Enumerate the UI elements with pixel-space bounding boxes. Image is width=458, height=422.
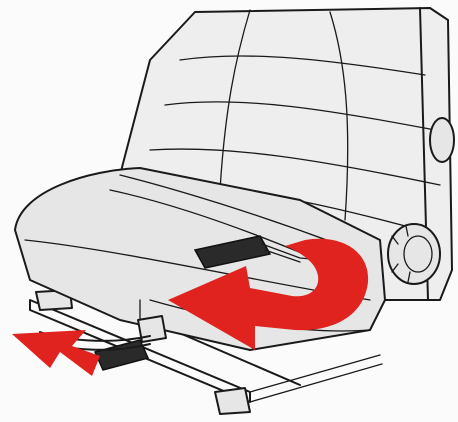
slide-adjust-arrow [12, 330, 100, 376]
